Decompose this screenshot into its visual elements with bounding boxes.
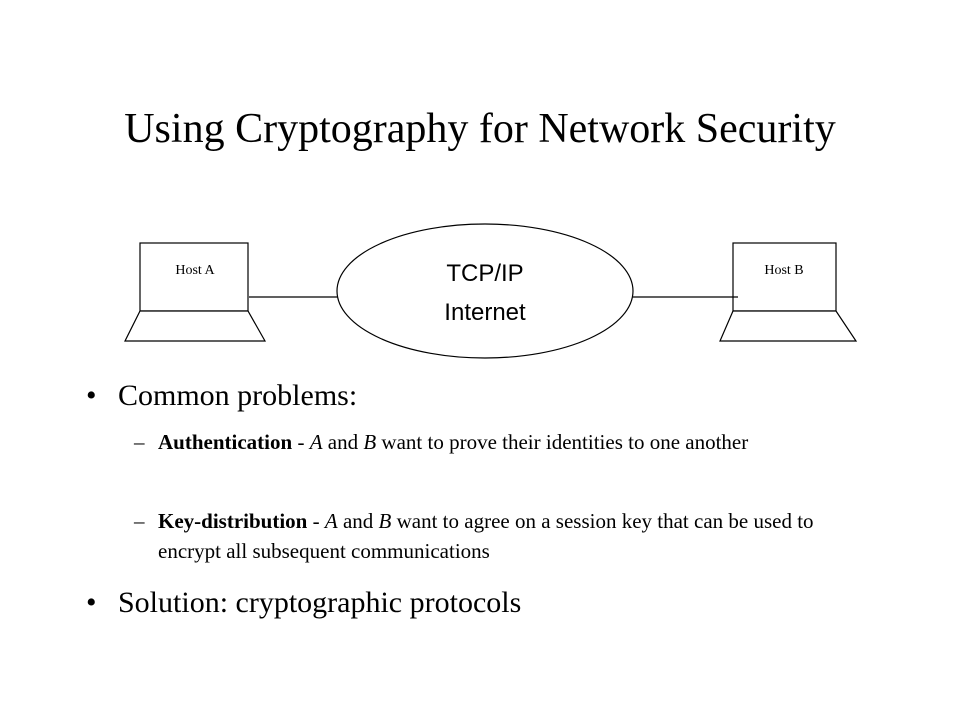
- bullet-common-problems: • Common problems:: [86, 377, 357, 415]
- network-label-line2: Internet: [444, 299, 526, 326]
- host-a-label: Host A: [175, 263, 215, 278]
- bullet-text: Solution: cryptographic protocols: [118, 586, 522, 619]
- subitem-text: –Key-distribution - A and B want to agre…: [134, 506, 873, 566]
- term: Key-distribution: [158, 509, 308, 533]
- conj: and: [322, 430, 364, 454]
- subitem-authentication: –Authentication - A and B want to prove …: [134, 427, 874, 489]
- separator: -: [292, 430, 310, 454]
- host-b-label: Host B: [764, 263, 803, 278]
- separator: -: [307, 509, 325, 533]
- subitem-text: –Authentication - A and B want to prove …: [134, 427, 873, 457]
- description: want to prove their identities to one an…: [376, 430, 749, 454]
- var-b: B: [378, 509, 392, 533]
- dash: –: [134, 430, 145, 454]
- bullet-text: Common problems:: [118, 379, 358, 412]
- bullet-dot: •: [86, 586, 97, 619]
- slide-title: Using Cryptography for Network Security: [124, 106, 836, 152]
- var-b: B: [363, 430, 377, 454]
- dash: –: [134, 509, 145, 533]
- bullet-dot: •: [86, 379, 97, 412]
- term: Authentication: [158, 430, 293, 454]
- host-a-laptop-icon: [124, 242, 267, 342]
- var-a: A: [324, 509, 338, 533]
- bullet-solution: • Solution: cryptographic protocols: [86, 584, 521, 622]
- description: want to agree on a session key that can …: [158, 509, 814, 563]
- conj: and: [337, 509, 379, 533]
- internet-cloud: [336, 223, 634, 359]
- network-label-line1: TCP/IP: [446, 260, 523, 287]
- var-a: A: [309, 430, 323, 454]
- host-b-laptop-icon: [719, 242, 858, 342]
- subitem-key-distribution: –Key-distribution - A and B want to agre…: [134, 506, 874, 568]
